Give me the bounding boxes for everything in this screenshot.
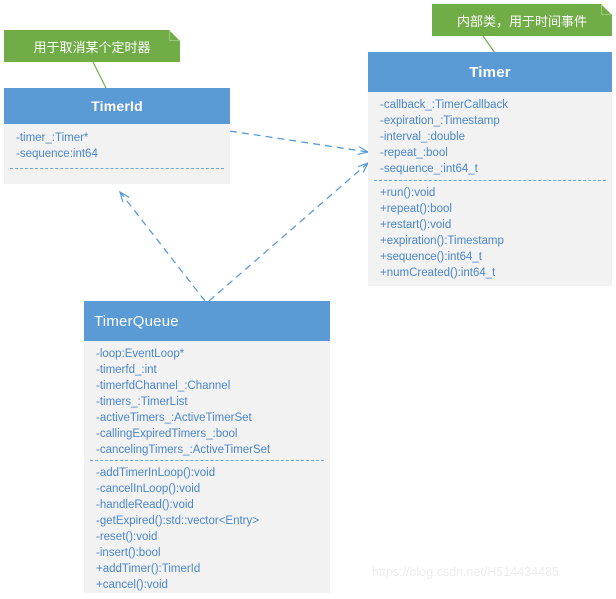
class-name-label: Timer (469, 63, 511, 81)
class-attribute: -loop:EventLoop* (96, 348, 185, 360)
section-divider (10, 168, 224, 169)
note-fold-edge-icon (601, 4, 612, 15)
note-timer-label: 内部类，用于时间事件 (456, 13, 587, 29)
class-attribute: -callback_:TimerCallback (380, 99, 509, 111)
class-method: -addTimerInLoop():void (96, 467, 216, 479)
class-box-timerid[interactable]: TimerId -timer_:Timer* -sequence:int64 (4, 88, 230, 184)
class-attribute: -callingExpiredTimers_:bool (96, 428, 238, 440)
class-method: +run():void (380, 187, 436, 199)
note-timerid[interactable]: 用于取消某个定时器 (4, 30, 180, 62)
class-attribute: -cancelingTimers_:ActiveTimerSet (96, 444, 271, 456)
attributes-section-timerqueue: -loop:EventLoop* -timerfd_:int -timerfdC… (84, 341, 330, 460)
attributes-section-timerid: -timer_:Timer* -sequence:int64 (4, 124, 230, 168)
watermark-text: https://blog.csdn.net/H514434485 (372, 565, 559, 579)
class-method: +sequence():int64_t (380, 251, 482, 263)
class-attribute: -activeTimers_:ActiveTimerSet (96, 412, 252, 424)
section-divider (90, 460, 324, 461)
note-fold-edge-icon (169, 30, 180, 41)
class-box-timerqueue[interactable]: TimerQueue -loop:EventLoop* -timerfd_:in… (84, 301, 330, 593)
class-title-timerid: TimerId (4, 88, 230, 124)
class-attribute: -timerfdChannel_:Channel (96, 380, 231, 392)
class-attribute: -timerfd_:int (96, 364, 157, 376)
class-method: -reset():void (96, 531, 158, 543)
class-method: -cancelInLoop():void (96, 483, 201, 495)
class-attribute: -expiration_:Timestamp (380, 115, 500, 127)
methods-section-timer: +run():void +repeat():bool +restart():vo… (368, 181, 612, 287)
class-attribute: -timers_:TimerList (96, 396, 188, 408)
class-method: +addTimer():TimerId (96, 563, 201, 575)
class-method: +expiration():Timestamp (380, 235, 504, 247)
class-method: +repeat():bool (380, 203, 452, 215)
class-method: +cancel():void (96, 579, 168, 591)
class-method: +numCreated():int64_t (380, 267, 496, 279)
watermark: https://blog.csdn.net/H514434485 (372, 565, 559, 579)
dependency-timerqueue-timerid (120, 192, 206, 302)
note-timerid-label: 用于取消某个定时器 (33, 39, 151, 55)
dependency-timerid-timer (229, 130, 368, 152)
class-title-timerqueue: TimerQueue (84, 301, 330, 341)
class-attribute: -interval_:double (380, 131, 466, 143)
note-fold-icon (601, 4, 612, 15)
methods-section-timerqueue: -addTimerInLoop():void -cancelInLoop():v… (84, 461, 330, 599)
class-method: -getExpired():std::vector<Entry> (96, 515, 259, 527)
note-connector-timer (482, 35, 496, 54)
class-name-label: TimerQueue (94, 312, 179, 330)
class-method: -handleRead():void (96, 499, 194, 511)
methods-section-timerid (4, 169, 230, 189)
class-attribute: -repeat_:bool (380, 147, 448, 159)
class-box-timer[interactable]: Timer -callback_:TimerCallback -expirati… (368, 52, 612, 286)
note-connector-timerid (92, 61, 107, 89)
dependency-timerqueue-timer (208, 163, 368, 302)
class-title-timer: Timer (368, 52, 612, 92)
section-divider (374, 180, 606, 181)
note-fold-icon (169, 30, 180, 41)
class-attribute: -sequence_:int64_t (380, 163, 478, 175)
class-attribute: -timer_:Timer* (16, 132, 89, 144)
attributes-section-timer: -callback_:TimerCallback -expiration_:Ti… (368, 92, 612, 180)
class-method: +restart():void (380, 219, 452, 231)
note-timer[interactable]: 内部类，用于时间事件 (432, 4, 612, 36)
class-attribute: -sequence:int64 (16, 148, 98, 160)
class-name-label: TimerId (91, 98, 143, 114)
class-method: -insert():bool (96, 547, 161, 559)
